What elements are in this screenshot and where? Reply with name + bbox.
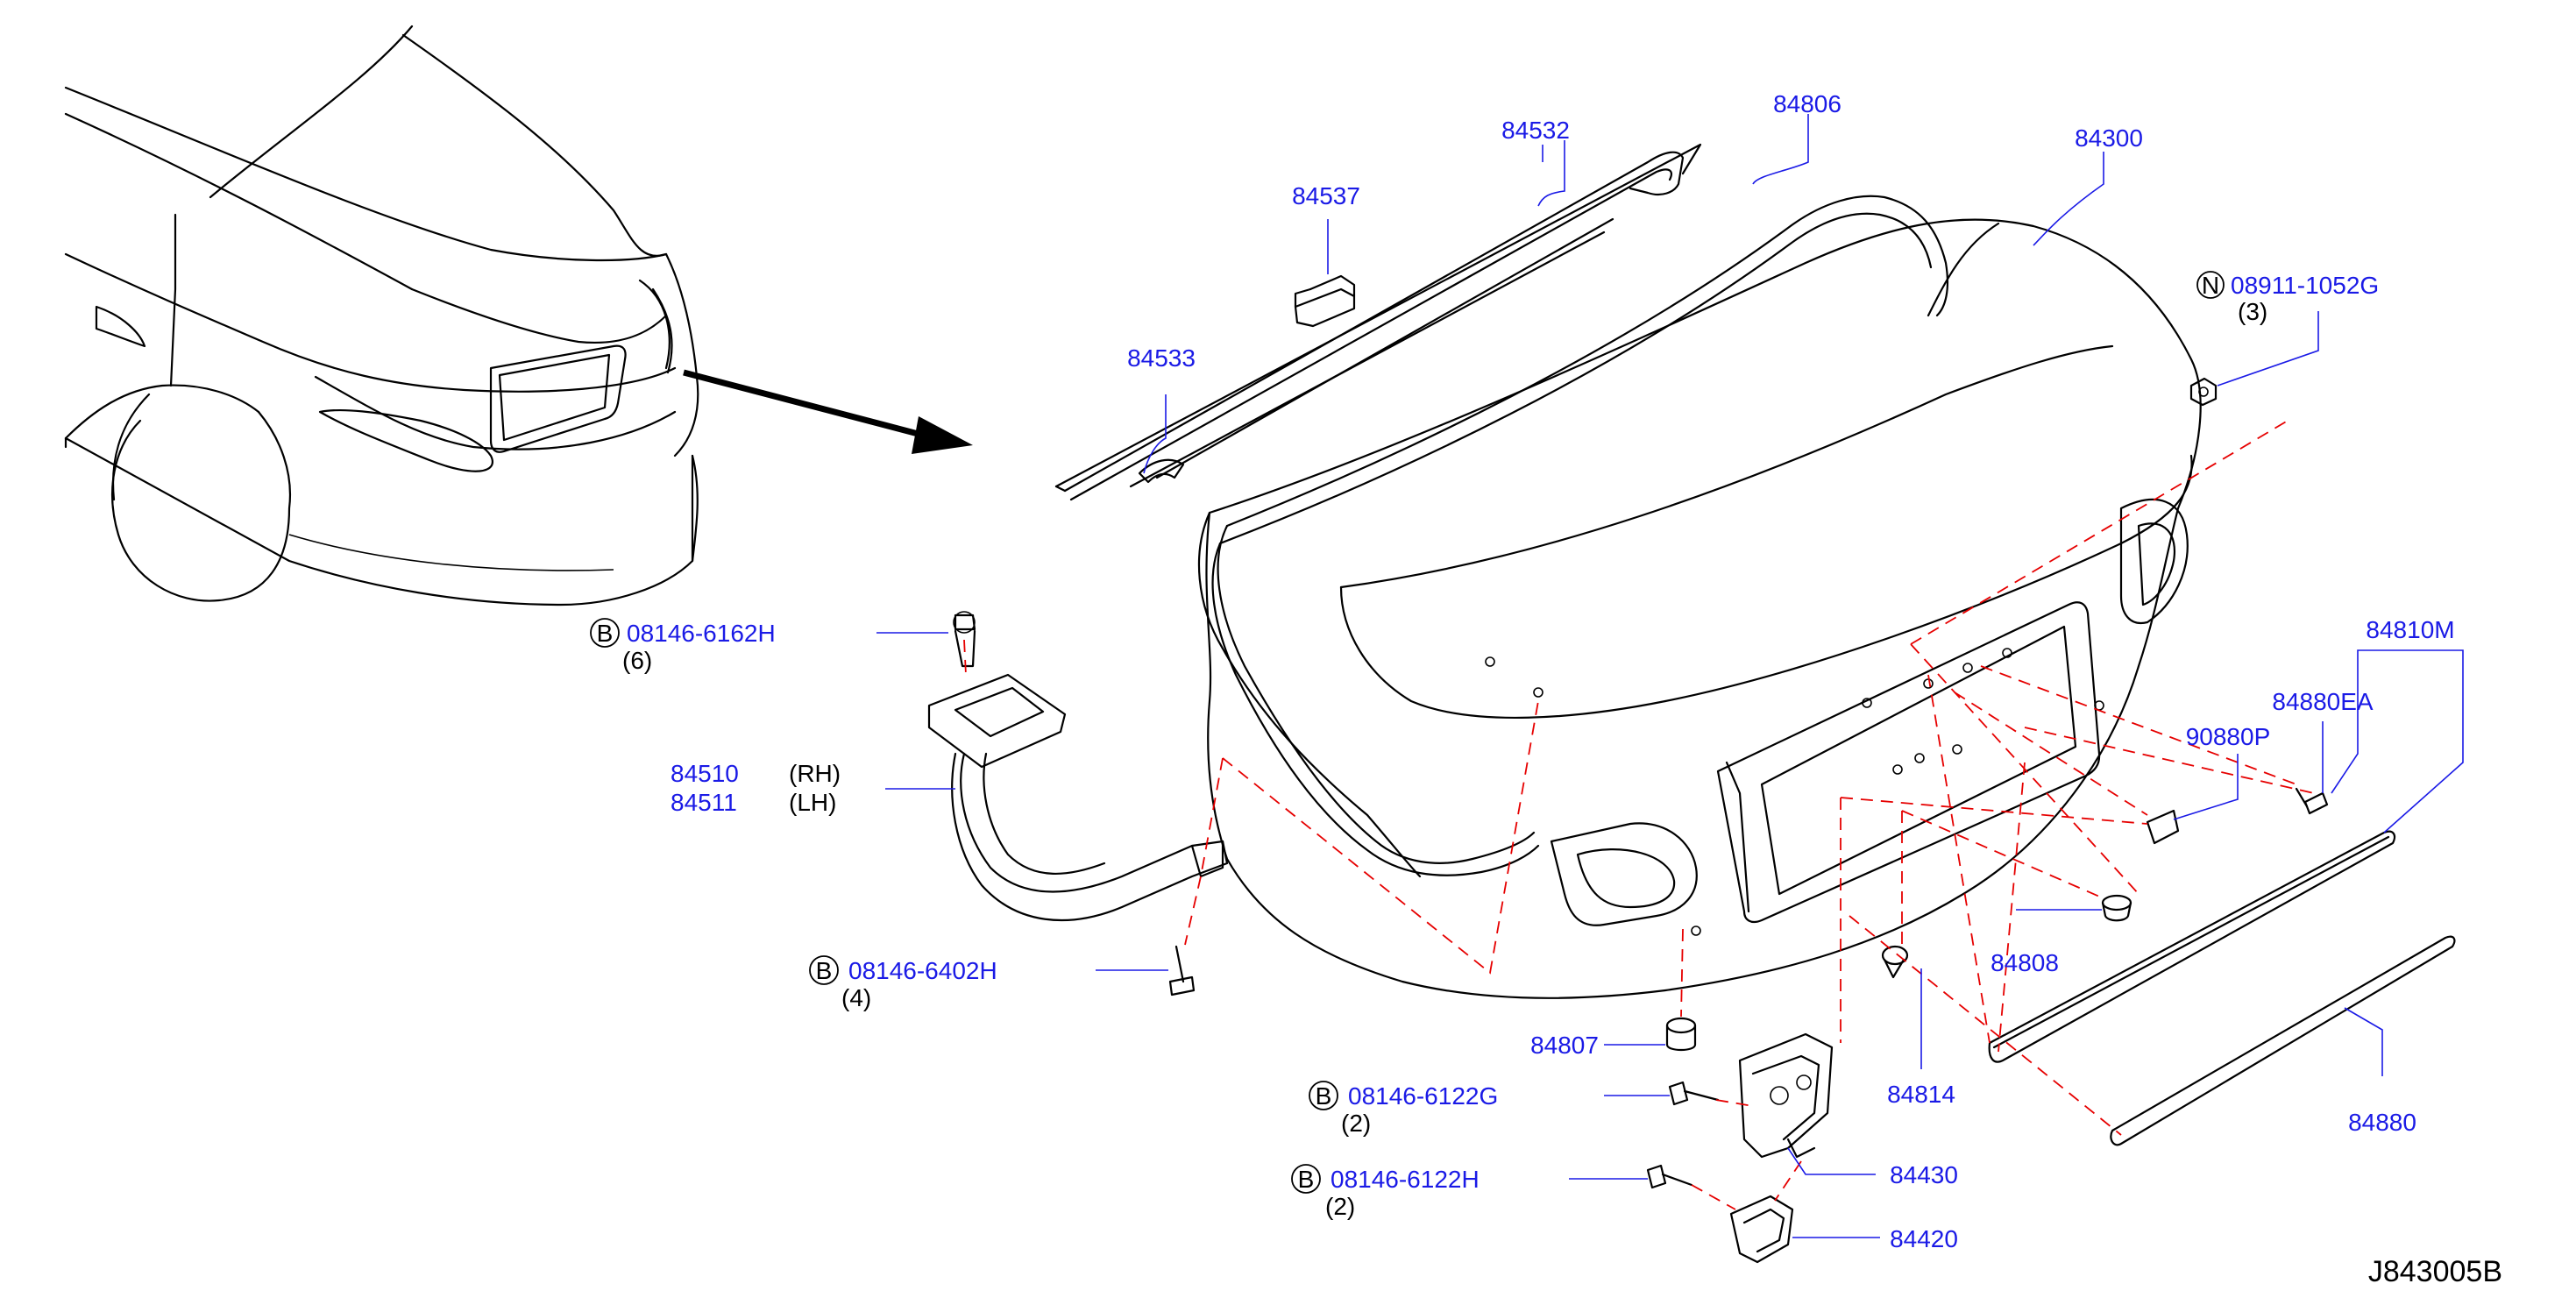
callout-08146-6122G: B 08146-6122G (2) [1309,1081,1498,1137]
finisher-84810M [1988,830,2396,1063]
callout-90880P: 90880P [2186,723,2271,750]
svg-text:(2): (2) [1341,1110,1371,1137]
callout-84810M: 84810M [2366,616,2454,643]
svg-text:(3): (3) [2238,298,2267,325]
callout-84537: 84537 [1292,182,1360,209]
leader-lines [876,114,2464,1238]
svg-text:84880: 84880 [2348,1109,2416,1136]
screw-84880EA [2295,787,2329,815]
svg-text:08146-6122G: 08146-6122G [1348,1082,1498,1110]
grommet-84808 [2101,894,2132,922]
bolt-08146-6162H [954,613,976,631]
callout-84880EA: 84880EA [2272,688,2374,715]
bolt-08146-6122G [1668,1081,1720,1106]
svg-text:90880P: 90880P [2186,723,2271,750]
callout-84808: 84808 [1991,949,2059,976]
svg-text:84533: 84533 [1127,344,1196,372]
direction-arrow-icon [683,369,973,454]
svg-text:84810M: 84810M [2366,616,2454,643]
bolt-08146-6402H [1168,945,1196,996]
svg-text:(6): (6) [622,647,652,674]
svg-text:08911-1052G: 08911-1052G [2231,272,2379,299]
svg-text:B: B [1316,1082,1332,1110]
svg-text:B: B [816,957,833,984]
svg-text:84510: 84510 [671,760,739,787]
weatherstrip-seal [1211,195,1949,876]
trunk-hinge [927,611,1229,921]
svg-text:84532: 84532 [1501,117,1570,144]
callout-84880: 84880 [2348,1109,2416,1136]
assembly-lines [963,420,2315,1210]
clip-84814 [1881,945,1909,979]
svg-text:84807: 84807 [1530,1032,1599,1059]
callout-84533: 84533 [1127,344,1196,372]
bumper-rubber-84807 [1665,1017,1697,1052]
svg-text:84880EA: 84880EA [2272,688,2374,715]
trunk-lock-assembly [1738,1032,1834,1159]
torsion-bar [1054,143,1702,501]
callout-08146-6122H: B 08146-6122H (2) [1291,1164,1480,1220]
molding-84880 [2110,935,2456,1146]
callout-84807: 84807 [1530,1032,1599,1059]
callout-hinge-84510-84511: 84510 (RH) 84511 (LH) [671,760,841,816]
callout-84806: 84806 [1773,90,1842,117]
drawing-code: J843005B [2368,1255,2502,1288]
callout-84814: 84814 [1887,1081,1955,1108]
svg-text:84814: 84814 [1887,1081,1955,1108]
nut-08911-1052G [2189,377,2218,407]
trunk-lock-striker [1729,1195,1794,1264]
svg-text:08146-6122H: 08146-6122H [1331,1166,1480,1193]
svg-text:84420: 84420 [1890,1225,1958,1252]
svg-text:(LH): (LH) [789,789,836,816]
trunk-lid-panel [1197,218,2202,999]
callout-08146-6162H: B 08146-6162H (6) [590,618,776,674]
svg-text:84808: 84808 [1991,949,2059,976]
svg-text:(RH): (RH) [789,760,841,787]
svg-text:(4): (4) [841,984,871,1011]
callout-08146-6402H: B 08146-6402H (4) [809,955,997,1011]
svg-text:N: N [2202,272,2219,299]
svg-text:(2): (2) [1325,1193,1355,1220]
torsion-bar-clip [1294,274,1356,328]
callout-84420: 84420 [1890,1225,1958,1252]
callout-84430: 84430 [1890,1161,1958,1188]
pad-90880P [2146,809,2180,845]
bolt-08146-6122H [1646,1164,1693,1189]
svg-text:08146-6162H: 08146-6162H [627,620,776,647]
svg-text:B: B [597,620,614,647]
svg-text:84806: 84806 [1773,90,1842,117]
callout-08911-1052G: N 08911-1052G (3) [2196,271,2379,325]
vehicle-rear-view-illustration [64,25,699,606]
svg-text:84511: 84511 [671,789,737,816]
svg-text:84300: 84300 [2075,124,2143,152]
svg-text:08146-6402H: 08146-6402H [848,957,997,984]
svg-text:84430: 84430 [1890,1161,1958,1188]
svg-text:B: B [1298,1166,1315,1193]
callout-84532: 84532 [1501,117,1570,144]
callout-84300: 84300 [2075,124,2143,152]
svg-text:84537: 84537 [1292,182,1360,209]
